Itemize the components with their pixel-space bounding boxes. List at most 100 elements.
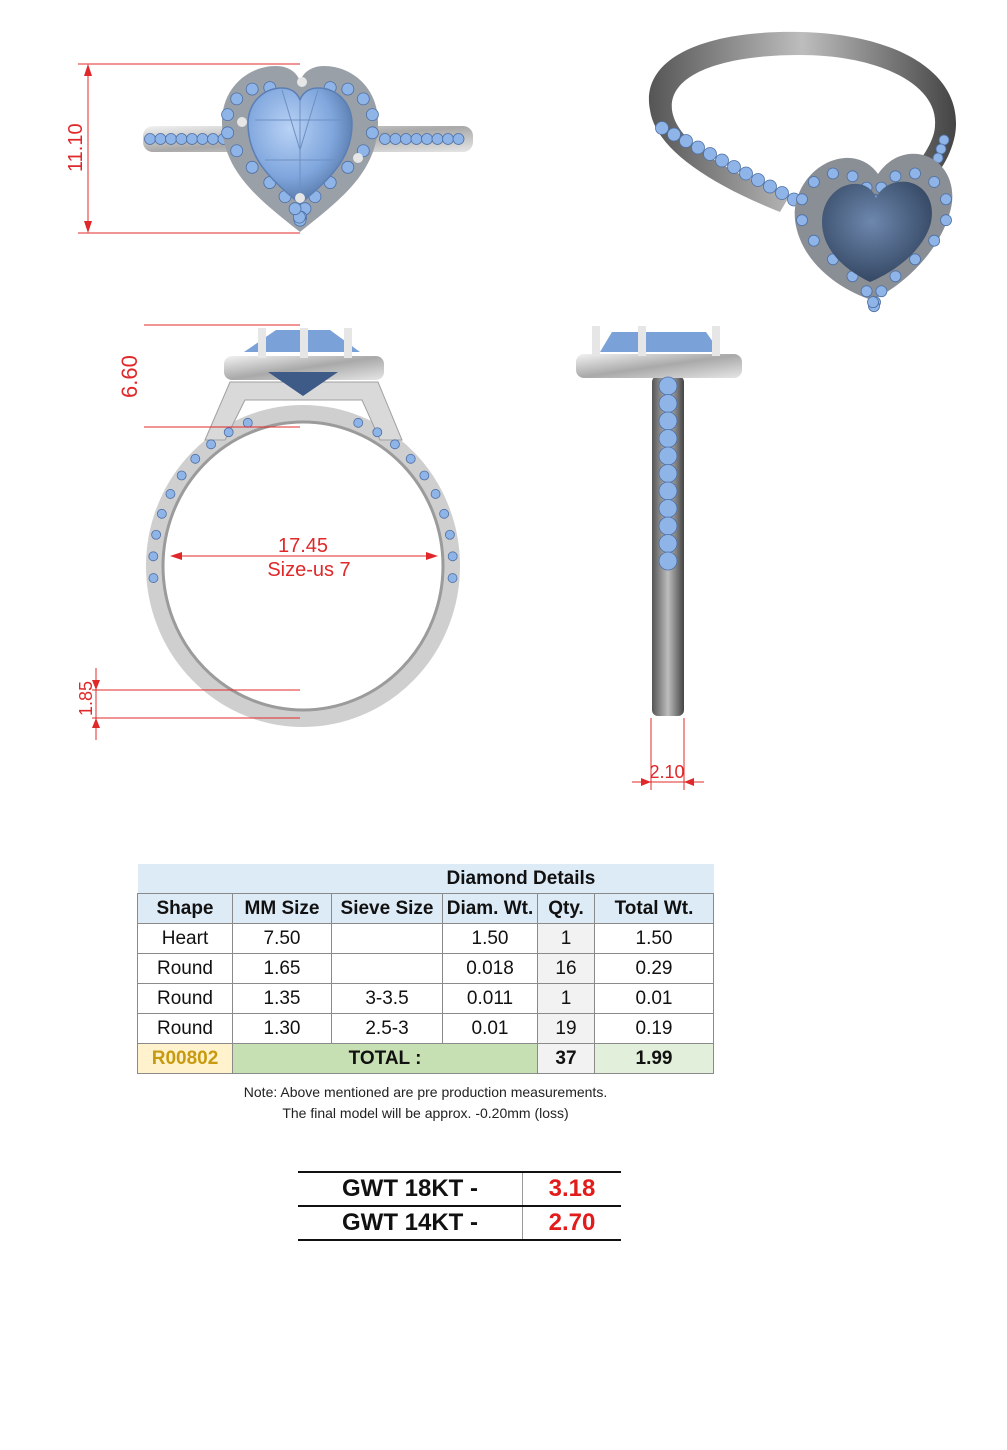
cell-qty: 1 xyxy=(537,923,595,954)
accent-stone xyxy=(807,176,820,188)
accent-stone xyxy=(447,551,458,562)
accent-stone xyxy=(148,573,159,583)
accent-stone xyxy=(807,234,820,247)
accent-stone xyxy=(658,464,678,483)
front-stone-pavilion xyxy=(268,372,338,396)
accent-stone xyxy=(860,285,873,298)
accent-stone xyxy=(242,417,253,428)
table-row: Heart 7.50 1.50 1 1.50 xyxy=(137,923,714,954)
cell-wt: 0.01 xyxy=(442,1013,538,1044)
side-halo-profile xyxy=(576,354,742,378)
perspective-band xyxy=(648,31,957,212)
accent-stone xyxy=(245,160,259,174)
accent-stone xyxy=(909,253,921,266)
cell-wt: 0.018 xyxy=(442,953,538,984)
front-view-shank xyxy=(146,405,460,727)
accent-stone xyxy=(940,193,952,206)
accent-stone xyxy=(667,127,681,142)
prong xyxy=(258,328,266,358)
height-dimension: 11.10 xyxy=(65,63,300,234)
accent-stone xyxy=(442,133,454,145)
accent-stone xyxy=(196,133,209,145)
design-code: R00802 xyxy=(137,1043,233,1074)
cell-wt: 0.011 xyxy=(442,983,538,1014)
accent-stone xyxy=(658,534,678,553)
accent-stone xyxy=(658,376,678,396)
accent-stone xyxy=(909,167,921,180)
prong xyxy=(300,328,308,358)
cell-wt: 1.50 xyxy=(442,923,538,954)
accent-stone xyxy=(751,173,765,187)
accent-stone xyxy=(935,143,947,155)
perspective-center-stone xyxy=(822,181,932,282)
accent-stone xyxy=(928,176,941,188)
accent-stone xyxy=(379,133,391,145)
accent-stone xyxy=(190,453,201,464)
accent-stone xyxy=(658,499,678,518)
cell-qty: 1 xyxy=(537,983,595,1014)
accent-stone xyxy=(165,489,176,499)
accent-stone xyxy=(148,551,159,562)
accent-stone xyxy=(356,92,370,106)
accent-stone xyxy=(875,285,888,298)
shank-thickness-dimension: 1.85 xyxy=(76,668,300,740)
accent-stone xyxy=(775,186,789,200)
cell-qty: 19 xyxy=(537,1013,595,1044)
accent-stone xyxy=(421,133,433,145)
gwt-14kt-label: GWT 14KT - xyxy=(298,1206,523,1241)
diamond-details-table: Diamond Details Shape MM Size Sieve Size… xyxy=(137,864,714,1074)
cell-sieve: 3-3.5 xyxy=(331,983,443,1014)
gwt-18kt-label: GWT 18KT - xyxy=(298,1171,523,1207)
ring-size-label: Size-us 7 xyxy=(267,559,350,581)
accent-stone xyxy=(727,160,741,174)
accent-stone xyxy=(658,551,678,571)
accent-stone xyxy=(207,133,219,145)
accent-stone xyxy=(165,133,177,145)
accent-stone xyxy=(365,126,379,140)
accent-stone xyxy=(715,153,729,168)
top-height-dimension: 6.60 xyxy=(117,324,300,428)
accent-stone xyxy=(405,453,416,464)
table-total-row: R00802 TOTAL : 37 1.99 xyxy=(137,1043,714,1074)
shank-width-dimension: 2.10 xyxy=(632,718,704,790)
table-row: Round 1.65 0.018 16 0.29 xyxy=(137,953,714,984)
gwt-18kt-value: 3.18 xyxy=(522,1171,621,1207)
accent-stone xyxy=(154,133,167,145)
inner-diameter-label: 17.45 xyxy=(278,535,328,557)
cell-shape: Round xyxy=(137,1013,233,1044)
note-line-1: Note: Above mentioned are pre production… xyxy=(243,1084,608,1100)
side-shank-stones xyxy=(658,376,678,571)
prong xyxy=(297,77,307,87)
accent-stone xyxy=(175,133,188,145)
prong xyxy=(295,193,305,203)
gwt-row: GWT 14KT - 2.70 xyxy=(298,1206,621,1241)
accent-stone xyxy=(763,179,777,194)
top-view xyxy=(143,66,473,232)
accent-stone xyxy=(452,133,465,145)
prong xyxy=(353,153,363,163)
header-diam-wt: Diam. Wt. xyxy=(442,893,538,924)
table-row: Round 1.30 2.5-3 0.01 19 0.19 xyxy=(137,1013,714,1044)
accent-stone xyxy=(430,489,441,499)
accent-stone xyxy=(940,214,952,227)
gwt-14kt-value: 2.70 xyxy=(522,1206,621,1241)
height-dimension-label: 11.10 xyxy=(65,123,87,172)
accent-stone xyxy=(439,508,450,519)
table-title: Diamond Details xyxy=(442,864,714,894)
cell-shape: Heart xyxy=(137,923,233,954)
header-total-wt: Total Wt. xyxy=(594,893,714,924)
note-line-2: The final model will be approx. -0.20mm … xyxy=(282,1105,569,1121)
top-height-label: 6.60 xyxy=(117,355,142,398)
prong xyxy=(344,328,352,358)
accent-stone xyxy=(223,427,234,438)
cell-shape: Round xyxy=(137,983,233,1014)
accent-stone xyxy=(658,516,678,536)
accent-stone xyxy=(353,417,364,428)
cell-mm: 1.35 xyxy=(232,983,332,1014)
band-stones-top xyxy=(144,133,465,145)
cell-total: 1.50 xyxy=(594,923,714,954)
shank-width-label: 2.10 xyxy=(649,762,684,782)
accent-stone xyxy=(928,234,941,247)
accent-stone xyxy=(889,170,902,183)
accent-stone xyxy=(796,193,808,206)
